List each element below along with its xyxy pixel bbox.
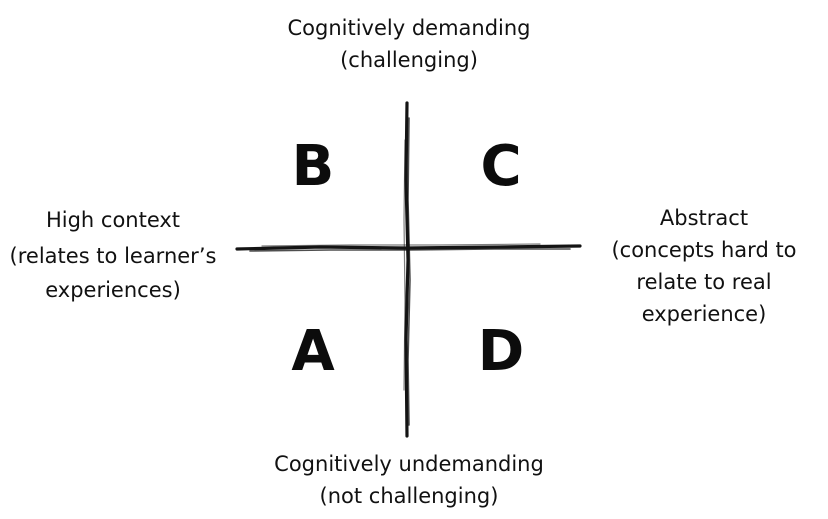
- quadrant-bottom-left-letter: A: [291, 319, 335, 384]
- horizontal-axis-line: [235, 243, 582, 252]
- left-axis-description-line-2: experiences): [45, 278, 181, 302]
- left-axis-title: High context: [45, 208, 181, 232]
- bottom-axis-subtitle: (not challenging): [319, 484, 499, 508]
- left-axis-label: High context (relates to learner’s exper…: [0, 202, 226, 307]
- right-axis-description-line-2: relate to real: [636, 270, 772, 294]
- right-axis-description-line-1: (concepts hard to: [611, 238, 797, 262]
- left-axis-description-line-1: (relates to learner’s: [9, 244, 217, 268]
- right-axis-label: Abstract (concepts hard to relate to rea…: [594, 202, 814, 330]
- bottom-axis-label: Cognitively undemanding (not challenging…: [214, 448, 604, 512]
- vertical-axis-line: [403, 101, 411, 438]
- quadrant-bottom-right-letter: D: [477, 319, 525, 384]
- right-axis-title: Abstract: [659, 206, 749, 230]
- top-axis-label: Cognitively demanding (challenging): [214, 12, 604, 76]
- top-axis-title: Cognitively demanding: [287, 16, 531, 40]
- quadrant-top-left-letter: B: [291, 134, 335, 199]
- top-axis-subtitle: (challenging): [340, 48, 478, 72]
- bottom-axis-title: Cognitively undemanding: [274, 452, 544, 476]
- right-axis-description-line-3: experience): [641, 302, 767, 326]
- quadrant-top-right-letter: C: [480, 134, 522, 199]
